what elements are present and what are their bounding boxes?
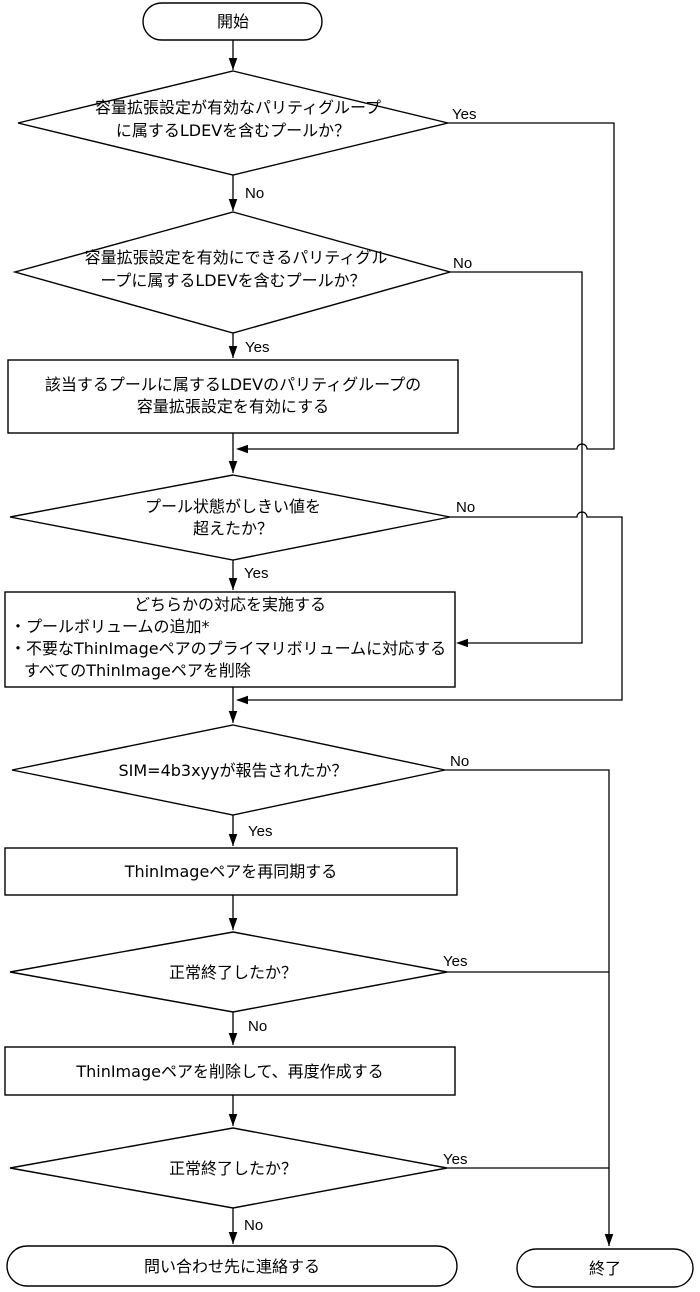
arrowhead-q1-yes <box>236 444 248 454</box>
step1-text-line1: 該当するプールに属するLDEVのパリティグループの <box>45 375 421 394</box>
q2-text-line1: 容量拡張設定を有効にできるパリティグル <box>85 248 388 267</box>
arrowhead-step4-to-q6 <box>228 1114 238 1126</box>
arrowhead-step1-to-q3 <box>228 461 238 473</box>
q5-yes-label: Yes <box>443 953 467 970</box>
arrowhead-q1-no <box>228 199 238 211</box>
arrowhead-step3-to-q5 <box>228 918 238 930</box>
arrowhead-step2-to-q4 <box>228 711 238 723</box>
q4-yes-label: Yes <box>248 823 272 840</box>
node-step2-process: どちらかの対応を実施する ・プールボリュームの追加* ・不要なThinImage… <box>4 591 456 688</box>
q5-diamond-shape <box>9 931 448 1013</box>
q3-text-line2: 超えたか？ <box>193 519 273 538</box>
edge-q2-no <box>450 271 583 644</box>
contact-terminator-shape <box>6 1245 458 1287</box>
node-q3-decision: プール状態がしきい値を 超えたか？ <box>9 474 451 561</box>
start-terminator-shape <box>142 2 323 41</box>
step4-rect-shape <box>4 1046 456 1096</box>
q6-text-line1: 正常終了したか？ <box>169 1159 297 1178</box>
node-q4-decision: SIM=4b3xyyが報告されたか？ <box>11 724 446 816</box>
step2-item2-continuation: すべてのThinImageペアを削除 <box>24 661 251 680</box>
arrowhead-q3-no <box>236 695 248 705</box>
edge-q4-no <box>445 769 610 1246</box>
arrowhead-q4-yes <box>228 834 238 846</box>
step2-rect-shape <box>4 591 456 688</box>
q5-no-label: No <box>248 1018 267 1035</box>
node-q1-decision: 容量拡張設定が有効なパリティグループ に属するLDEVを含むプールか？ <box>17 70 449 176</box>
step3-rect-shape <box>4 847 458 896</box>
q2-diamond-shape <box>12 211 453 334</box>
contact-label: 問い合わせ先に連絡する <box>144 1257 320 1276</box>
step4-text-line1: ThinImageペアを削除して、再度作成する <box>75 1062 383 1081</box>
step2-title: どちらかの対応を実施する <box>134 595 326 614</box>
node-start: 開始 <box>142 2 323 41</box>
q4-no-label: No <box>450 753 469 770</box>
q1-no-label: No <box>245 185 264 202</box>
step2-item1: ・プールボリュームの追加* <box>10 617 210 636</box>
q6-yes-label: Yes <box>443 1151 467 1168</box>
node-end-terminator: 終了 <box>516 1248 694 1288</box>
q1-diamond-shape <box>17 70 449 176</box>
q1-text-line2: に属するLDEVを含むプールか？ <box>116 121 350 140</box>
q3-no-label: No <box>456 499 475 516</box>
q2-yes-label: Yes <box>245 339 269 356</box>
node-contact-terminator: 問い合わせ先に連絡する <box>6 1245 458 1287</box>
step1-text-line2: 容量拡張設定を有効にする <box>137 397 329 416</box>
q4-diamond-shape <box>11 724 446 816</box>
q4-text-line1: SIM=4b3xyyが報告されたか？ <box>118 761 347 780</box>
node-step3-process: ThinImageペアを再同期する <box>4 847 458 896</box>
edge-q1-yes <box>241 122 615 450</box>
q2-no-label: No <box>453 255 472 272</box>
q6-no-label: No <box>244 1217 263 1234</box>
arrowhead-q2-yes <box>228 346 238 358</box>
arrowhead-q5-no <box>228 1033 238 1045</box>
end-terminator-shape <box>516 1248 694 1288</box>
arrowhead-q6-no <box>228 1232 238 1244</box>
node-step1-process: 該当するプールに属するLDEVのパリティグループの 容量拡張設定を有効にする <box>7 359 459 434</box>
step3-text-line1: ThinImageペアを再同期する <box>124 862 338 881</box>
arrowhead-q2-no <box>456 638 468 648</box>
q6-diamond-shape <box>9 1127 448 1209</box>
step2-item2: ・不要なThinImageペアのプライマリボリュームに対応する <box>10 639 446 658</box>
node-q5-decision: 正常終了したか？ <box>9 931 448 1013</box>
arrowhead-q4-no <box>604 1234 614 1246</box>
end-label: 終了 <box>589 1259 621 1278</box>
node-step4-process: ThinImageペアを削除して、再度作成する <box>4 1046 456 1096</box>
q1-text-line1: 容量拡張設定が有効なパリティグループ <box>95 98 381 117</box>
q1-yes-label: Yes <box>452 106 476 123</box>
arrowhead-q3-yes <box>228 578 238 590</box>
q3-yes-label: Yes <box>244 565 268 582</box>
step1-rect-shape <box>7 359 459 434</box>
q3-diamond-shape <box>9 474 451 561</box>
edge-q3-no <box>241 511 623 701</box>
arrowhead-start-to-q1 <box>228 58 238 70</box>
q3-text-line1: プール状態がしきい値を <box>145 497 321 516</box>
edges <box>228 40 623 1246</box>
q5-text-line1: 正常終了したか？ <box>169 963 297 982</box>
q2-text-line2: ープに属するLDEVを含むプールか？ <box>100 271 365 290</box>
start-label: 開始 <box>217 12 249 31</box>
node-q2-decision: 容量拡張設定を有効にできるパリティグル ープに属するLDEVを含むプールか？ <box>12 211 453 334</box>
node-q6-decision: 正常終了したか？ <box>9 1127 448 1209</box>
